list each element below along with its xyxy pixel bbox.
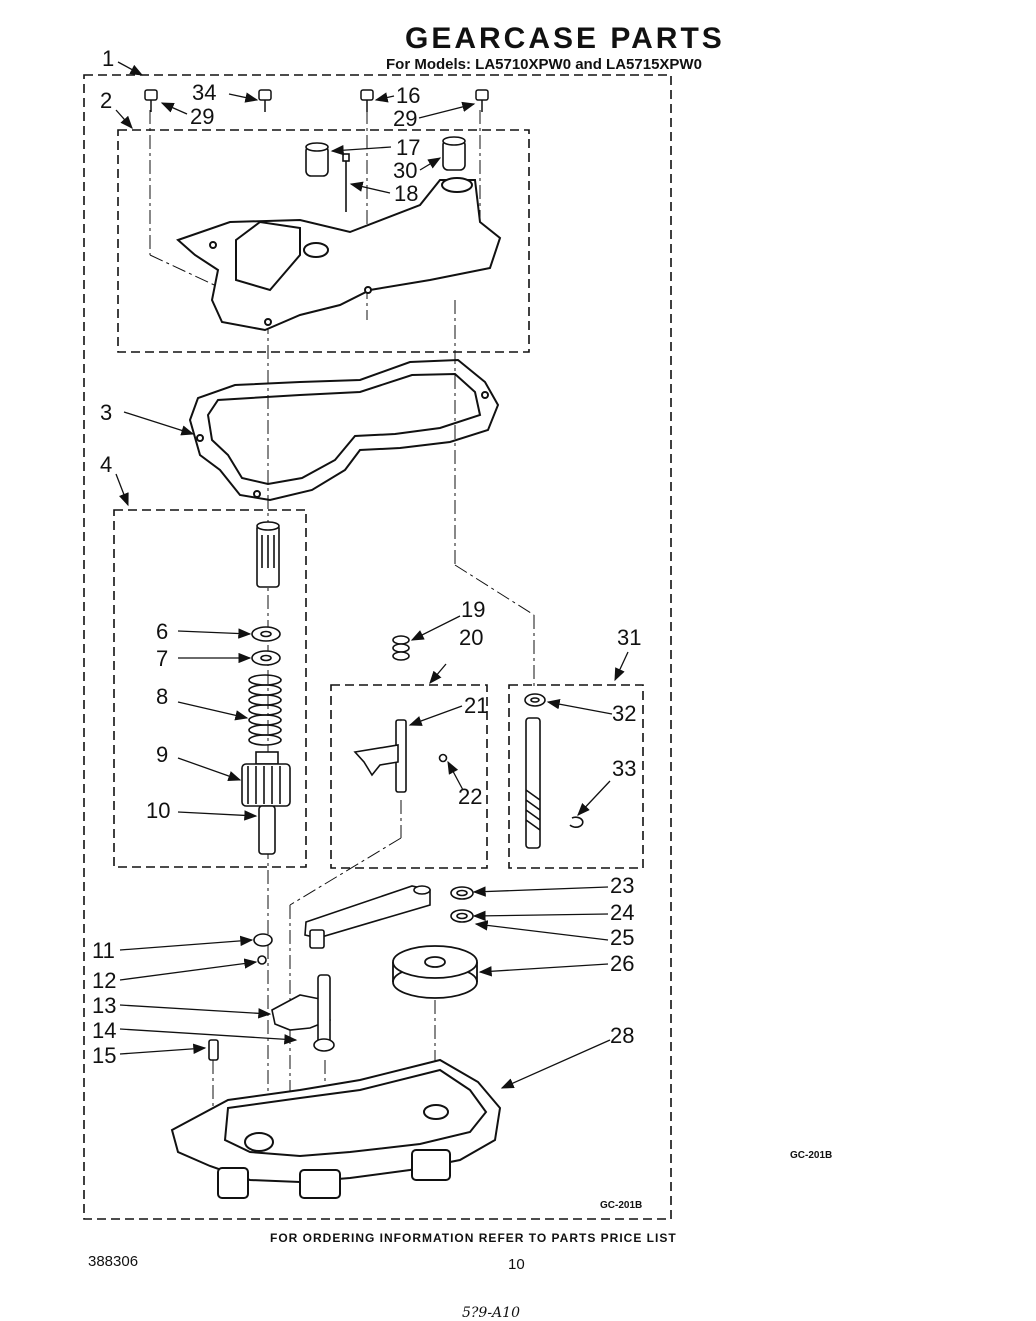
callout-7: 7 — [156, 646, 168, 671]
callout-8: 8 — [156, 684, 168, 709]
screw-icon — [144, 89, 489, 112]
callout-2: 2 — [100, 88, 112, 113]
callout-17: 17 — [396, 135, 420, 160]
callout-25: 25 — [610, 925, 634, 950]
callout-1: 1 — [102, 46, 114, 71]
part-callouts: 1 2 3 4 6 7 8 9 10 11 12 13 14 15 16 17 … — [92, 46, 641, 1068]
pinion-shaft-icon — [256, 521, 280, 588]
callout-4: 4 — [100, 452, 112, 477]
agitator-shaft-icon — [208, 933, 335, 1061]
page-number: 10 — [508, 1256, 525, 1273]
callout-18: 18 — [394, 181, 418, 206]
callout-10: 10 — [146, 798, 170, 823]
callout-22: 22 — [458, 784, 482, 809]
diagram-code-right: GC-201B — [790, 1150, 833, 1161]
callout-11: 11 — [92, 938, 115, 963]
bottom-note: 5?9-A10 — [462, 1305, 520, 1321]
callout-24: 24 — [610, 900, 634, 925]
document-number: 388306 — [88, 1253, 139, 1270]
gasket-icon — [188, 358, 500, 502]
shift-fork-group-box — [330, 684, 488, 869]
outer-assembly-box — [83, 74, 672, 1220]
callout-33: 33 — [612, 756, 636, 781]
callout-28: 28 — [610, 1023, 634, 1048]
callout-13: 13 — [92, 993, 116, 1018]
callout-15: 15 — [92, 1043, 116, 1068]
gearcase-cover-box — [117, 129, 530, 353]
drive-shaft-group-box — [508, 684, 644, 869]
callout-23: 23 — [610, 873, 634, 898]
washer-icon — [450, 886, 474, 923]
models-subtitle: For Models: LA5710XPW0 and LA5715XPW0 — [386, 56, 702, 73]
callout-14: 14 — [92, 1018, 116, 1043]
bushing-icon — [305, 136, 466, 212]
callout-9: 9 — [156, 742, 168, 767]
callout-29-left: 29 — [190, 104, 214, 129]
callout-6: 6 — [156, 619, 168, 644]
callout-32: 32 — [612, 701, 636, 726]
gearcase-base-icon — [170, 1058, 502, 1199]
drive-shaft-icon — [524, 693, 584, 849]
callout-29-right: 29 — [393, 106, 417, 131]
pinion-group-box — [113, 509, 307, 868]
callout-34: 34 — [192, 80, 216, 105]
pinion-gear-icon — [241, 751, 291, 855]
spring-icon — [248, 674, 282, 746]
callout-19: 19 — [461, 597, 485, 622]
page-title: GEARCASE PARTS — [405, 22, 725, 55]
callout-16: 16 — [396, 83, 420, 108]
callout-30: 30 — [393, 158, 417, 183]
washer-icon — [251, 626, 281, 666]
connecting-link-icon — [304, 885, 431, 949]
callout-3: 3 — [100, 400, 112, 425]
callout-21: 21 — [464, 693, 488, 718]
diagram-code-inner: GC-201B — [600, 1200, 643, 1211]
gearcase-cover-icon — [176, 177, 502, 332]
callout-12: 12 — [92, 968, 116, 993]
shift-fork-icon — [353, 635, 448, 793]
ordering-note: FOR ORDERING INFORMATION REFER TO PARTS … — [270, 1231, 677, 1245]
callout-26: 26 — [610, 951, 634, 976]
callout-31: 31 — [617, 625, 641, 650]
callout-20: 20 — [459, 625, 483, 650]
drive-gear-icon — [392, 945, 478, 999]
